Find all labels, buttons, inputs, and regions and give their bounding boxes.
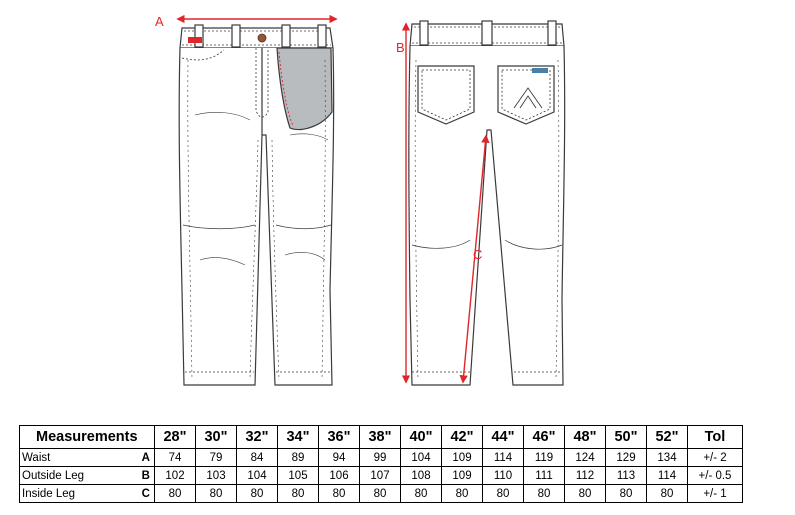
size-header: 36" <box>318 425 360 449</box>
size-header: 52" <box>646 425 688 449</box>
row-code: C <box>137 484 155 503</box>
table-cell: 80 <box>646 484 688 503</box>
tolerance-cell: +/- 1 <box>687 484 743 503</box>
table-row-outside-leg: Outside Leg B 102 103 104 105 106 107 10… <box>19 466 743 485</box>
back-label-tag-icon <box>532 68 548 73</box>
size-header: 46" <box>523 425 565 449</box>
table-cell: 99 <box>359 448 401 467</box>
table-cell: 80 <box>236 484 278 503</box>
table-cell: 114 <box>646 466 688 485</box>
table-cell: 80 <box>605 484 647 503</box>
table-cell: 80 <box>277 484 319 503</box>
table-cell: 94 <box>318 448 360 467</box>
trousers-diagram: A B C <box>155 14 566 386</box>
size-header: 50" <box>605 425 647 449</box>
table-cell: 79 <box>195 448 237 467</box>
table-cell: 109 <box>441 466 483 485</box>
row-code: A <box>137 448 155 467</box>
table-cell: 119 <box>523 448 565 467</box>
size-header: 28" <box>154 425 196 449</box>
size-header: 32" <box>236 425 278 449</box>
table-row-inside-leg: Inside Leg C 80 80 80 80 80 80 80 80 80 … <box>19 484 743 503</box>
table-cell: 80 <box>523 484 565 503</box>
table-cell: 80 <box>318 484 360 503</box>
size-header: 34" <box>277 425 319 449</box>
table-cell: 104 <box>236 466 278 485</box>
table-cell: 106 <box>318 466 360 485</box>
measure-label-b: B <box>396 40 405 55</box>
table-cell: 80 <box>154 484 196 503</box>
table-cell: 129 <box>605 448 647 467</box>
table-cell: 80 <box>441 484 483 503</box>
row-name: Outside Leg <box>19 466 138 485</box>
row-name: Inside Leg <box>19 484 138 503</box>
table-cell: 80 <box>482 484 524 503</box>
table-cell: 103 <box>195 466 237 485</box>
table-cell: 110 <box>482 466 524 485</box>
table-cell: 107 <box>359 466 401 485</box>
table-cell: 80 <box>195 484 237 503</box>
measure-label-a: A <box>155 14 164 29</box>
row-code: B <box>137 466 155 485</box>
size-header: 48" <box>564 425 606 449</box>
size-header: 40" <box>400 425 442 449</box>
table-cell: 104 <box>400 448 442 467</box>
table-cell: 124 <box>564 448 606 467</box>
table-cell: 80 <box>400 484 442 503</box>
table-row-waist: Waist A 74 79 84 89 94 99 104 109 114 11… <box>19 448 743 467</box>
tolerance-cell: +/- 2 <box>687 448 743 467</box>
table-cell: 80 <box>359 484 401 503</box>
tolerance-header: Tol <box>687 425 743 449</box>
front-button-icon <box>257 33 267 43</box>
table-cell: 112 <box>564 466 606 485</box>
table-cell: 89 <box>277 448 319 467</box>
table-cell: 102 <box>154 466 196 485</box>
back-view-trousers <box>408 20 566 386</box>
table-cell: 105 <box>277 466 319 485</box>
row-name: Waist <box>19 448 138 467</box>
table-cell: 80 <box>564 484 606 503</box>
table-cell: 113 <box>605 466 647 485</box>
size-header: 30" <box>195 425 237 449</box>
front-label-tag-icon <box>188 37 202 43</box>
table-cell: 74 <box>154 448 196 467</box>
size-header: 38" <box>359 425 401 449</box>
table-cell: 108 <box>400 466 442 485</box>
tolerance-cell: +/- 0.5 <box>687 466 743 485</box>
front-view-trousers <box>178 24 335 386</box>
measure-label-c: C <box>473 247 482 262</box>
table-cell: 114 <box>482 448 524 467</box>
size-measurement-table: Measurements 28" 30" 32" 34" 36" 38" 40"… <box>19 425 743 503</box>
table-cell: 134 <box>646 448 688 467</box>
table-cell: 111 <box>523 466 565 485</box>
table-cell: 84 <box>236 448 278 467</box>
size-header: 42" <box>441 425 483 449</box>
measurements-header: Measurements <box>19 425 155 449</box>
size-header: 44" <box>482 425 524 449</box>
table-header-row: Measurements 28" 30" 32" 34" 36" 38" 40"… <box>19 425 743 449</box>
table-cell: 109 <box>441 448 483 467</box>
measurement-lines <box>176 14 490 384</box>
